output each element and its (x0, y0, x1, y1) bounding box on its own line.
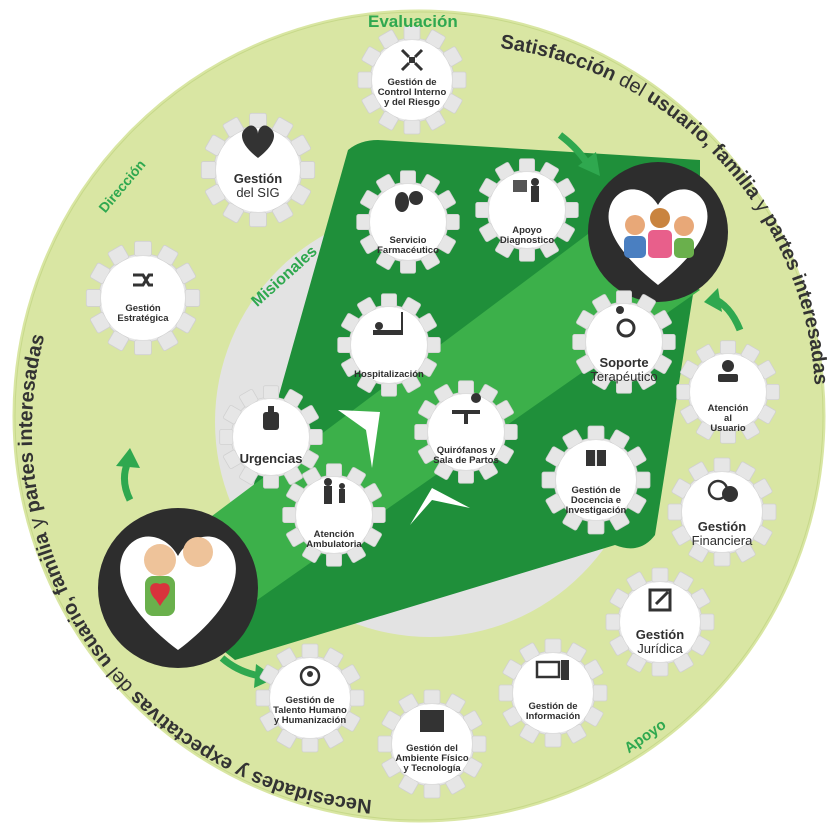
process-ambulatoria: Atención Ambulatoria (306, 529, 362, 550)
wheelchair-icon (616, 306, 636, 338)
shuffle-icon (133, 273, 153, 287)
chevron-arrow (338, 410, 380, 468)
user-circle-icon (299, 665, 321, 687)
chevron-arrow (410, 488, 470, 525)
process-atencion-usuario: Atención al Usuario (707, 403, 749, 434)
curved-arrow-head (704, 288, 722, 312)
process-docencia: Gestión de Docencia e Investigación (565, 485, 627, 516)
edit-icon (648, 588, 672, 612)
building-icon (420, 710, 444, 732)
hospital-bed-icon (373, 312, 403, 335)
clients-output (588, 162, 728, 302)
surgery-table-icon (452, 393, 481, 424)
curved-arrow-head (578, 152, 600, 176)
process-farmaceutico: Servicio Farmacéutico (377, 235, 439, 256)
process-juridica: Gestión Jurídica (635, 627, 685, 656)
process-financiera: Gestión Financiera (691, 519, 753, 548)
computer-icon (535, 660, 569, 680)
heart-leaf-icon (242, 125, 274, 158)
family-icon (324, 478, 345, 504)
misionales-diagonal-band (120, 210, 700, 640)
process-diagnostico: Apoyo Diagnostico (499, 225, 555, 246)
process-sig: Gestión del SIG (233, 171, 283, 200)
outer-ring-border (14, 11, 824, 821)
compress-arrows-icon (400, 48, 424, 72)
process-informacion: Gestión de Información (525, 701, 581, 722)
clients-input (98, 508, 258, 668)
process-quirofanos: Quirófanos y Sala de Partos (433, 445, 499, 466)
process-hospitalizacion: Hospitalización (354, 369, 424, 380)
money-icon (707, 479, 738, 502)
pill-leaf-icon (395, 191, 423, 212)
book-icon (586, 450, 606, 466)
process-talento: Gestión de Talento Humano y Humanización (273, 695, 347, 726)
doctor-board-icon (513, 178, 539, 202)
medicine-bottle-icon (263, 406, 279, 430)
category-evaluacion: Evaluación (368, 12, 458, 31)
process-estrategica: Gestión Estratégica (117, 303, 169, 324)
curved-arrow-head (116, 448, 140, 468)
process-control-interno: Gestión de Control Interno y del Riesgo (377, 77, 447, 108)
process-ambiente: Gestión del Ambiente Físico y Tecnología (395, 743, 469, 774)
user-headset-icon (718, 360, 738, 382)
process-terapeutico: Soporte Terapéutico (590, 355, 658, 384)
process-urgencias: Urgencias (239, 451, 303, 466)
